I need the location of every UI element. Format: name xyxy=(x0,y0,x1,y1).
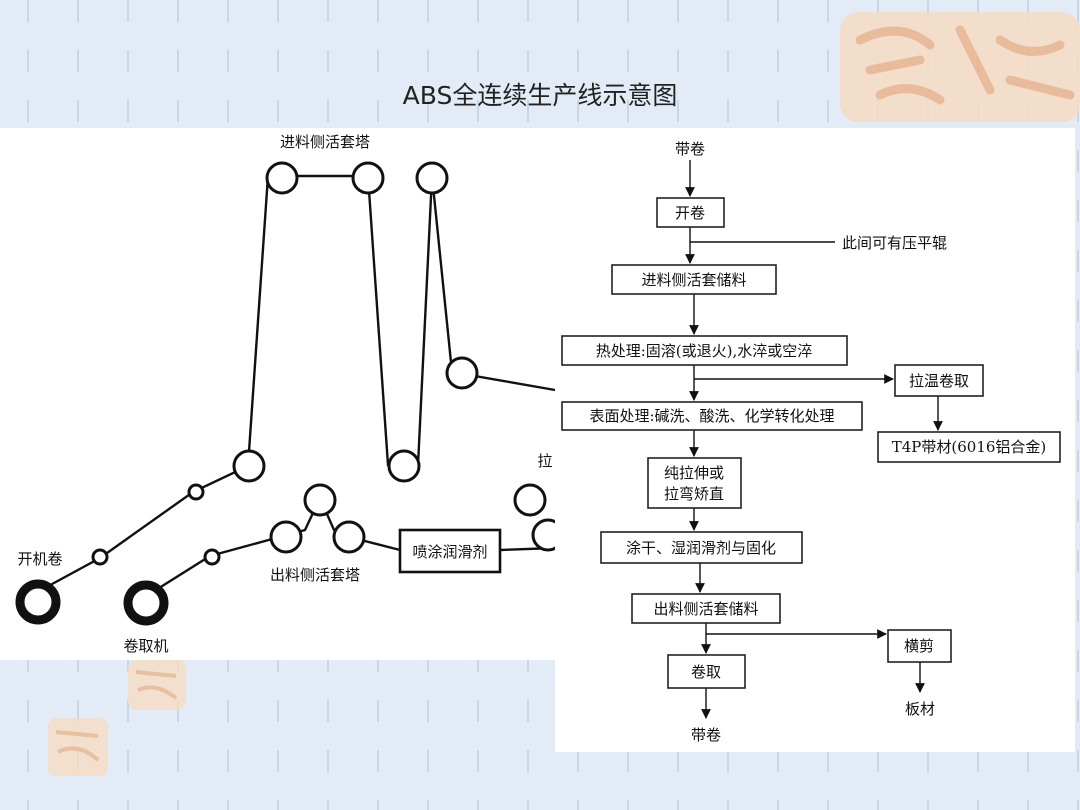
feed-looper-roller-icon xyxy=(232,449,266,483)
tension-roller-icon xyxy=(445,356,479,390)
flow-node-label: 涂干、湿润滑剂与固化 xyxy=(626,539,776,557)
flow-node-label: 拉弯矫直 xyxy=(664,485,724,503)
flow-node-label: 横剪 xyxy=(904,637,934,655)
spray-label: 喷涂润滑剂 xyxy=(412,543,487,561)
flow-sheet-label: 板材 xyxy=(905,700,935,718)
feed-looper-roller-icon xyxy=(351,161,385,195)
flow-node-coil: 卷取 xyxy=(667,654,746,689)
exit-looper-label: 出料侧活套塔 xyxy=(270,566,360,584)
guide-roller-icon xyxy=(203,548,221,566)
coiler-label: 卷取机 xyxy=(123,637,168,655)
guide-roller-icon xyxy=(187,483,205,501)
flow-node-label: 出料侧活套储料 xyxy=(653,600,758,618)
flow-node-feed-storage: 进料侧活套储料 xyxy=(611,264,777,295)
flow-node-label: 卷取 xyxy=(691,663,721,681)
feed-looper-roller-icon xyxy=(387,449,421,483)
flow-node-label: 纯拉伸或 xyxy=(664,464,724,482)
feed-looper-roller-icon xyxy=(415,161,449,195)
flow-end-label: 带卷 xyxy=(691,726,721,744)
flow-node-uncoil: 开卷 xyxy=(656,197,725,228)
flow-start-label: 带卷 xyxy=(675,140,705,158)
flow-node-label: 热处理:固溶(或退火),水淬或空淬 xyxy=(596,342,813,360)
flow-node-label: T4P带材(6016铝合金) xyxy=(892,438,1047,456)
flow-node-surface: 表面处理:碱洗、酸洗、化学转化处理 xyxy=(561,401,863,431)
leveler-roller-icon xyxy=(513,483,547,517)
feed-looper-roller-icon xyxy=(265,161,299,195)
flow-side-note: 此间可有压平辊 xyxy=(842,234,947,252)
watermark-seal-icon xyxy=(840,12,1080,122)
exit-looper-roller-icon xyxy=(332,520,366,554)
flow-node-branch-coil: 拉温卷取 xyxy=(894,364,984,397)
spray-box xyxy=(398,528,502,574)
feed-looper-label: 进料侧活套塔 xyxy=(280,133,370,151)
flow-node-label: 开卷 xyxy=(675,204,705,222)
flow-node-heat: 热处理:固溶(或退火),水淬或空淬 xyxy=(561,335,848,366)
uncoiler-coil-icon xyxy=(15,579,61,625)
exit-looper-roller-icon xyxy=(269,520,303,554)
flow-node-exit-storage: 出料侧活套储料 xyxy=(631,593,781,624)
guide-roller-icon xyxy=(91,548,109,566)
flow-node-t4p: T4P带材(6016铝合金) xyxy=(877,431,1061,463)
flow-node-label: 拉温卷取 xyxy=(909,372,969,390)
flow-node-coat: 涂干、湿润滑剂与固化 xyxy=(600,531,803,564)
exit-looper-roller-icon xyxy=(303,483,337,517)
watermark-seal-small-icon xyxy=(48,660,186,776)
flow-node-level: 纯拉伸或 拉弯矫直 xyxy=(647,457,742,509)
flow-node-crosscut: 横剪 xyxy=(887,629,952,663)
slide-title: ABS全连续生产线示意图 xyxy=(402,81,678,110)
partial-label: 拉 xyxy=(537,452,552,470)
flow-node-label: 表面处理:碱洗、酸洗、化学转化处理 xyxy=(589,407,834,425)
uncoiler-label: 开机卷 xyxy=(17,550,62,568)
flow-node-label: 进料侧活套储料 xyxy=(641,271,746,289)
coiler-coil-icon xyxy=(123,580,169,626)
